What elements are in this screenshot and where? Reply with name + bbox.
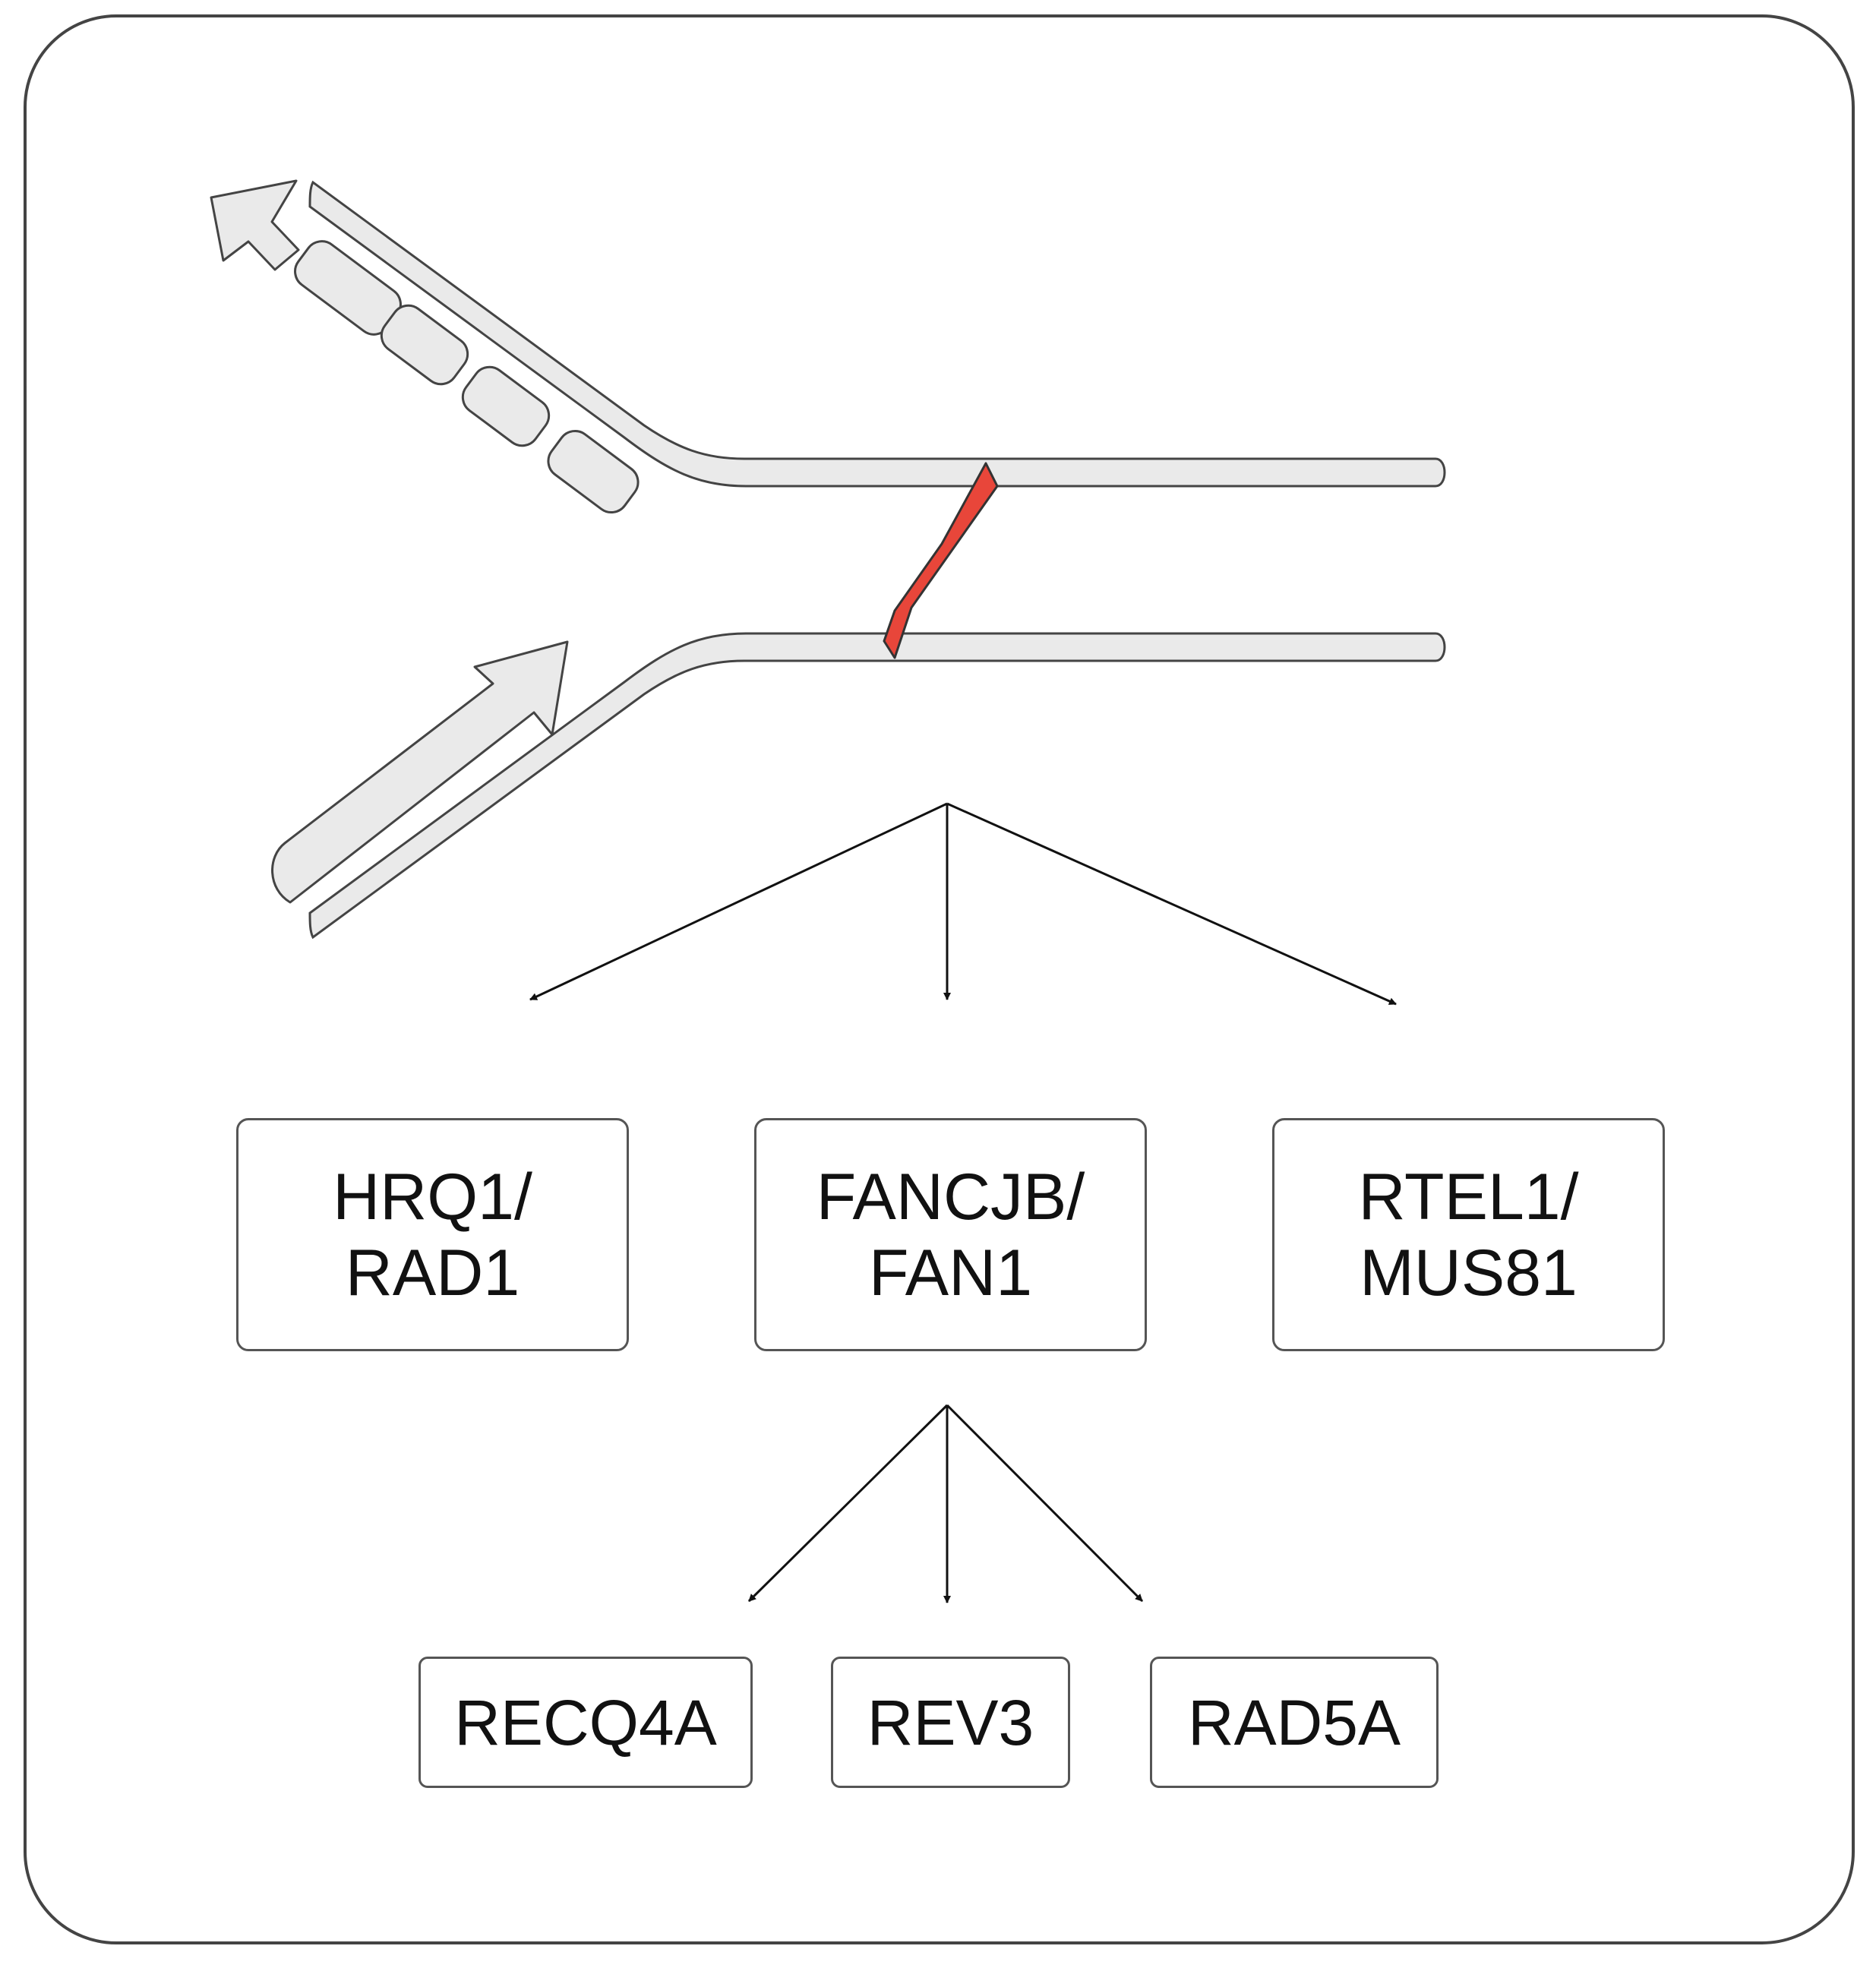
arrow-to-recq4a xyxy=(747,1404,949,1603)
gene-label: RECQ4A xyxy=(454,1686,717,1758)
pathway-label-line1: HRQ1/ xyxy=(333,1160,532,1234)
gene-box-recq4a: RECQ4A xyxy=(418,1657,753,1788)
pathway-label-line1: RTEL1/ xyxy=(1358,1160,1579,1234)
pathway-label-line2: RAD1 xyxy=(345,1236,520,1309)
gene-label: RAD5A xyxy=(1187,1686,1401,1758)
lagging-strand-fragments-icon xyxy=(294,240,640,514)
pathway-label: FANCJB/ FAN1 xyxy=(816,1159,1085,1311)
replication-fork-icon xyxy=(308,180,1446,488)
arrow-to-hrq1-rad1 xyxy=(529,802,948,1001)
pathway-label-line2: FAN1 xyxy=(868,1236,1033,1309)
gene-box-rad5a: RAD5A xyxy=(1150,1657,1439,1788)
gene-label: REV3 xyxy=(867,1686,1034,1758)
pathway-label-line2: MUS81 xyxy=(1360,1236,1578,1309)
replication-fork-bottom-strand xyxy=(308,632,1446,940)
pathway-box-rtel1-mus81: RTEL1/ MUS81 xyxy=(1272,1118,1665,1351)
outer-frame xyxy=(24,14,1855,1944)
pathway-label: HRQ1/ RAD1 xyxy=(333,1159,532,1311)
pathway-label-line1: FANCJB/ xyxy=(816,1160,1085,1234)
arrow-to-rad5a xyxy=(946,1404,1144,1603)
gene-box-rev3: REV3 xyxy=(831,1657,1070,1788)
lagging-direction-arrow-icon xyxy=(210,179,300,271)
interstrand-crosslink-icon xyxy=(883,462,999,659)
leading-strand-arrow-icon xyxy=(271,640,569,904)
arrow-to-rtel1-mus81 xyxy=(946,802,1397,1006)
pathway-box-hrq1-rad1: HRQ1/ RAD1 xyxy=(236,1118,629,1351)
pathway-label: RTEL1/ MUS81 xyxy=(1359,1159,1579,1311)
pathway-box-fancjb-fan1: FANCJB/ FAN1 xyxy=(754,1118,1147,1351)
